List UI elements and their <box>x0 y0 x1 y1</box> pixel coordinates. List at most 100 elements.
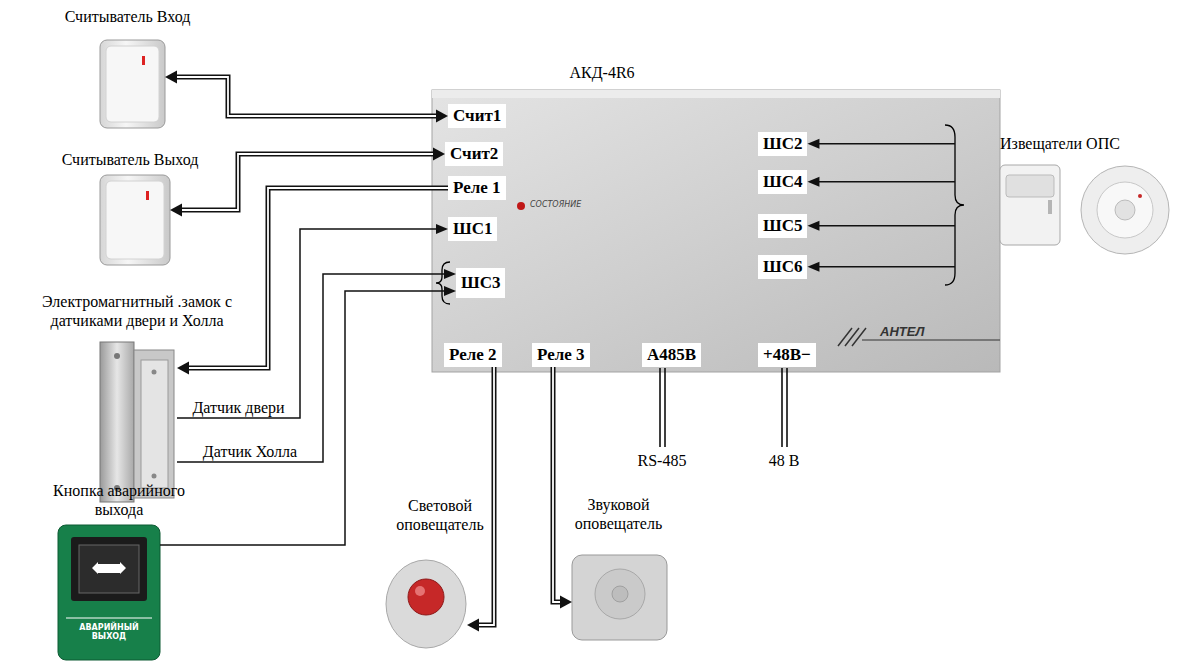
port-name: Реле 3 <box>537 345 585 364</box>
exit-button-illustration <box>58 525 160 660</box>
port-name: +48В− <box>763 345 811 364</box>
group-title: Извещатели ОПС <box>1000 135 1120 153</box>
card-reader: Считыватель Вход <box>100 40 165 128</box>
supply-voltage: 48 В <box>769 452 800 470</box>
connector <box>170 148 445 217</box>
device-caption: Считыватель Выход <box>62 151 199 169</box>
connector-gap <box>477 367 494 625</box>
arrowhead <box>807 262 819 272</box>
connector <box>807 262 955 272</box>
connector-line <box>477 367 494 625</box>
connector <box>165 71 448 123</box>
detector-group: Извещатели ОПС <box>955 120 1170 290</box>
arrowhead <box>807 221 819 231</box>
device-caption: Электромагнитный .замок с датчиками двер… <box>17 293 257 330</box>
sounder-illustration <box>572 555 667 640</box>
port-label: Счит2 <box>445 142 503 166</box>
port-name: ШС3 <box>461 273 500 292</box>
arrowhead <box>807 139 819 149</box>
connector-line <box>180 154 435 210</box>
connector-gap <box>187 188 448 368</box>
wire-label: Датчик Холла <box>201 443 299 461</box>
connector-line <box>187 188 448 368</box>
port-label: ШС3 <box>456 268 505 298</box>
status-caption: СОСТОЯНИЕ <box>530 200 581 209</box>
port-label: ШС6 <box>758 255 807 279</box>
arrowhead <box>170 204 182 217</box>
port-name: ШС6 <box>763 257 802 276</box>
strobe-light-illustration <box>386 560 466 648</box>
connector-line <box>817 225 955 227</box>
arrowhead <box>467 619 479 632</box>
brace <box>945 125 964 285</box>
arrowhead <box>433 148 445 161</box>
card-reader: Считыватель Выход <box>100 175 170 265</box>
connector <box>807 221 955 231</box>
magnetic-lock-illustration <box>100 342 174 502</box>
connector-line <box>817 181 955 183</box>
port-label: Реле 3 <box>532 343 590 367</box>
power-wire <box>782 368 787 447</box>
smoke-detector-illustration <box>1081 166 1169 254</box>
connector-line <box>817 266 955 268</box>
card-reader-illustration <box>100 175 170 265</box>
port-label: Счит1 <box>448 104 506 128</box>
logo-line <box>862 340 1000 341</box>
device-caption: АКД-4R6 <box>569 64 634 82</box>
port-label: Реле 2 <box>444 343 502 367</box>
port-label: +48В− <box>758 343 816 367</box>
port-label: ШС5 <box>758 214 807 238</box>
arrowhead <box>444 286 456 296</box>
sounder: Звуковой оповещатель <box>572 555 667 640</box>
logo-strokes <box>838 328 866 346</box>
arrowhead <box>436 110 448 123</box>
arrowhead <box>444 269 456 279</box>
connector <box>807 177 955 187</box>
connector-line <box>160 291 446 545</box>
connector-gap <box>553 367 562 602</box>
port-name: Счит1 <box>453 106 501 125</box>
port-name: ШС2 <box>763 134 802 153</box>
port-label: А485В <box>642 343 701 367</box>
connector-line <box>817 143 955 145</box>
arrowhead <box>560 596 572 609</box>
device-caption: Кнопка аварийного выхода <box>44 482 194 519</box>
bus-wire <box>660 368 665 447</box>
port-name: Реле 2 <box>449 345 497 364</box>
port-label: ШС4 <box>758 170 807 194</box>
port-name: ШС1 <box>453 219 492 238</box>
magnetic-lock: Электромагнитный .замок с датчиками двер… <box>97 340 177 505</box>
housing-edge <box>432 90 1000 98</box>
port-name: ШС4 <box>763 172 802 191</box>
bracket <box>436 262 450 304</box>
port-name: А485В <box>647 345 696 364</box>
connector-line <box>175 77 438 116</box>
connector-gap <box>180 154 435 210</box>
bus-name: RS-485 <box>638 452 687 470</box>
controller-housing <box>432 90 1000 372</box>
arrowhead <box>436 224 448 234</box>
port-label: ШС1 <box>448 217 497 241</box>
connector <box>553 367 572 609</box>
connector <box>807 139 955 149</box>
port-label: ШС2 <box>758 132 807 156</box>
device-caption: Считыватель Вход <box>65 8 191 26</box>
port-name: ШС5 <box>763 216 802 235</box>
connector-gap <box>175 77 438 116</box>
device-caption: Световой оповещатель <box>380 497 500 534</box>
connector-line <box>553 367 562 602</box>
card-reader-illustration <box>100 40 165 128</box>
device-caption: Звуковой оповещатель <box>559 496 679 533</box>
arrowhead <box>807 177 819 187</box>
arrowhead <box>165 71 177 84</box>
arrowhead <box>177 362 189 375</box>
port-label: Реле 1 <box>448 176 506 200</box>
strobe-light: Световой оповещатель <box>385 558 467 650</box>
connector <box>177 188 448 375</box>
brand-logo: АНТЕЛ <box>880 324 924 339</box>
status-led <box>517 202 525 210</box>
port-name: Реле 1 <box>453 178 501 197</box>
wire-label: Датчик двери <box>190 399 286 417</box>
